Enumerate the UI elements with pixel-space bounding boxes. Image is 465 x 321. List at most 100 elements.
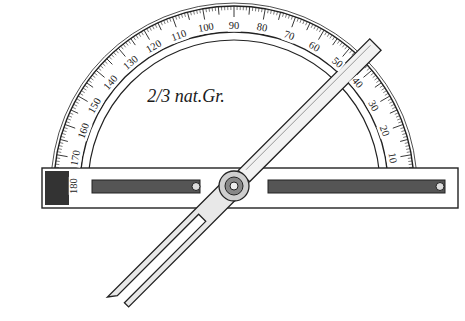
degree-tick — [161, 22, 163, 26]
degree-tick — [375, 83, 382, 88]
degree-tick — [267, 9, 269, 13]
degree-tick — [85, 85, 88, 87]
scale-number: 130 — [121, 54, 141, 73]
degree-tick — [178, 15, 179, 19]
degree-tick — [167, 19, 168, 23]
degree-tick — [208, 8, 210, 12]
degree-tick — [70, 113, 74, 115]
degree-tick — [155, 24, 157, 28]
degree-tick — [396, 116, 400, 118]
degree-tick — [144, 30, 150, 40]
degree-tick — [230, 6, 231, 10]
degree-tick — [81, 91, 84, 93]
protractor-body — [42, 3, 458, 208]
degree-tick — [105, 61, 108, 64]
degree-tick — [408, 157, 412, 159]
degree-tick — [61, 136, 65, 137]
outer-arc — [51, 3, 417, 186]
scale-number: 20 — [377, 124, 391, 139]
degree-tick — [279, 12, 281, 20]
degree-tick — [340, 42, 342, 45]
degree-tick — [325, 32, 327, 35]
degree-tick — [380, 85, 383, 87]
degree-tick — [300, 19, 301, 23]
degree-tick — [400, 127, 404, 128]
degree-tick — [376, 80, 379, 82]
degree-tick — [405, 142, 409, 144]
dark-block — [45, 171, 69, 205]
degree-tick — [297, 18, 298, 22]
screw — [192, 183, 200, 191]
degree-tick — [255, 7, 256, 11]
degree-tick — [403, 136, 407, 137]
degree-tick — [147, 29, 149, 32]
degree-tick — [62, 133, 66, 134]
slot — [92, 180, 200, 193]
degree-tick — [240, 6, 241, 10]
degree-tick — [288, 15, 289, 19]
degree-tick — [330, 35, 332, 38]
degree-tick — [218, 7, 220, 15]
degree-tick — [345, 46, 348, 49]
scale-note: 2/3 nat.Gr. — [147, 87, 225, 105]
scale-number: 30 — [365, 98, 380, 114]
pivot-ring — [225, 177, 243, 195]
degree-tick — [90, 78, 93, 80]
degree-tick — [371, 73, 374, 76]
scale-number: 160 — [76, 121, 92, 141]
degree-tick — [406, 148, 410, 150]
degree-tick — [121, 46, 124, 49]
degree-tick — [276, 11, 278, 15]
degree-tick — [74, 104, 78, 106]
degree-tick — [270, 10, 272, 14]
degree-tick — [193, 11, 195, 15]
degree-tick — [212, 7, 213, 11]
degree-tick — [66, 121, 70, 122]
degree-tick — [342, 44, 344, 47]
degree-tick — [98, 68, 101, 71]
degree-tick — [248, 7, 250, 15]
degree-tick — [77, 99, 80, 101]
degree-tick — [111, 54, 114, 57]
degree-tick — [92, 75, 95, 77]
degree-tick — [203, 9, 205, 20]
degree-tick — [141, 32, 143, 35]
degree-tick — [389, 101, 393, 103]
inner-arc — [88, 40, 380, 186]
degree-tick — [273, 11, 275, 15]
degree-tick — [169, 18, 170, 22]
degree-tick — [314, 26, 316, 30]
degree-tick — [64, 127, 68, 128]
degree-tick — [59, 142, 63, 144]
degree-tick — [388, 99, 391, 101]
degree-tick — [56, 160, 60, 162]
scale-number: 60 — [306, 40, 322, 55]
degree-tick — [55, 164, 59, 165]
arm-blade — [238, 39, 381, 182]
scale-band — [54, 6, 414, 186]
degree-tick — [327, 33, 329, 36]
degree-tick — [71, 110, 78, 113]
degree-tick — [303, 20, 305, 24]
degree-tick — [149, 27, 151, 31]
degree-tick — [83, 88, 86, 90]
degree-tick — [292, 17, 296, 27]
degree-tick — [337, 40, 339, 43]
degree-tick — [263, 9, 265, 20]
degree-tick — [252, 7, 253, 11]
degree-tick — [382, 88, 385, 90]
degree-tick — [63, 130, 67, 131]
degree-tick — [373, 75, 376, 77]
pivot — [219, 171, 249, 201]
degree-tick — [234, 6, 235, 17]
degree-tick — [237, 6, 238, 10]
degree-tick — [118, 48, 125, 56]
scale-number: 100 — [197, 22, 216, 35]
degree-tick — [114, 52, 117, 55]
degree-tick — [56, 157, 60, 159]
degree-tick — [60, 139, 68, 141]
degree-tick — [285, 14, 286, 18]
degree-tick — [172, 17, 176, 27]
scale-number: 170 — [70, 149, 83, 168]
degree-tick — [116, 50, 119, 53]
